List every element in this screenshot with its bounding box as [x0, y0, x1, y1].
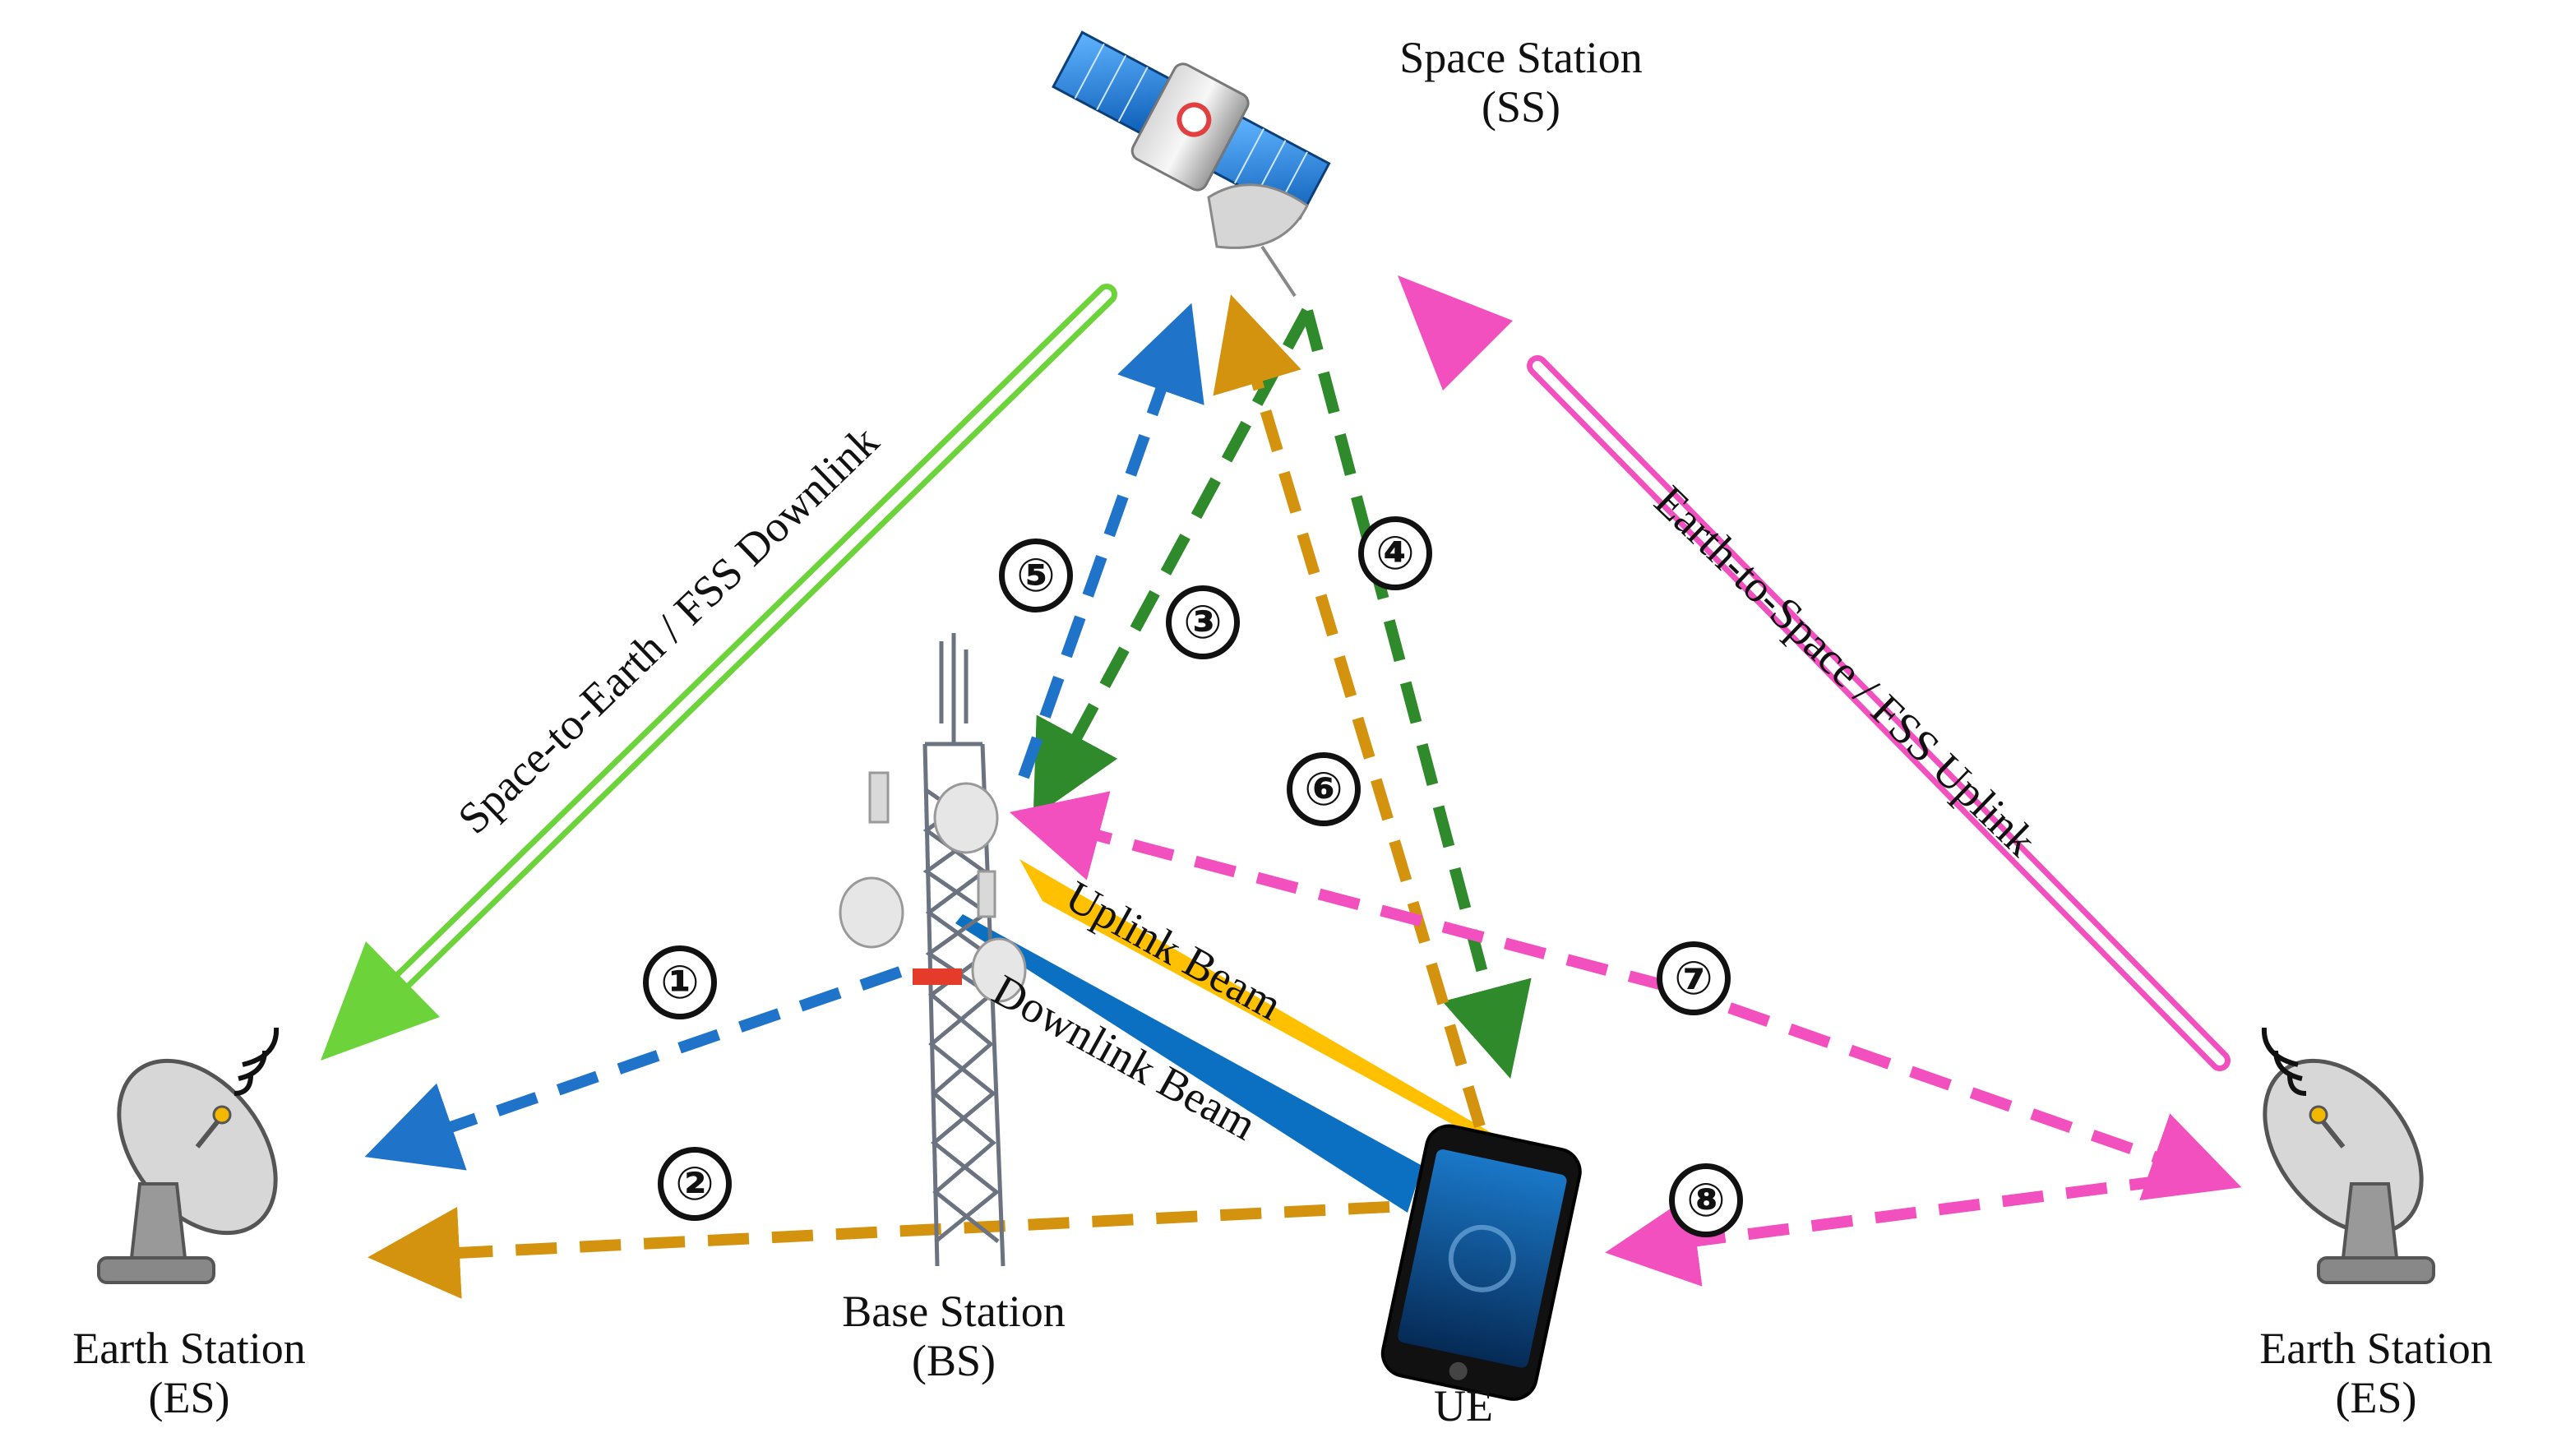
space-station-name: Space Station: [1399, 33, 1643, 82]
path-number-4: ④: [1358, 516, 1432, 590]
path-number-1: ①: [643, 945, 717, 1019]
path-number-6: ⑥: [1287, 752, 1361, 826]
earth-station-left-abbr: (ES): [148, 1373, 230, 1423]
satellite-icon: [1052, 30, 1331, 298]
path-5: [1018, 303, 1204, 779]
space-station-label: Space Station (SS): [1357, 33, 1685, 132]
path-number-3: ③: [1166, 585, 1240, 659]
ue-label: UE: [1381, 1381, 1546, 1431]
base-station-name: Base Station: [842, 1287, 1066, 1336]
earth-station-right-abbr: (ES): [2335, 1373, 2417, 1423]
uplink-beam: [1019, 859, 1513, 1153]
path-number-8: ⑧: [1669, 1163, 1743, 1237]
path-8: [1605, 1174, 2171, 1287]
path-3: [1033, 307, 1313, 818]
path-1: [364, 966, 903, 1171]
base-station-tower-icon: [839, 633, 1027, 1267]
earth-to-space-arrow: [1398, 275, 2231, 1071]
earth-station-left-label: Earth Station (ES): [25, 1324, 354, 1423]
path-number-5: ⑤: [999, 538, 1073, 612]
path-2: [368, 1201, 1390, 1299]
earth-station-left-name: Earth Station: [72, 1324, 306, 1373]
phone-ue-icon: [1380, 1124, 1582, 1401]
earth-station-left-dish-icon: [97, 1027, 280, 1284]
base-station-label: Base Station (BS): [789, 1287, 1118, 1386]
path-4: [1301, 309, 1532, 1079]
path-number-7: ⑦: [1657, 941, 1731, 1015]
path-7b: [1667, 981, 2242, 1201]
earth-station-right-label: Earth Station (ES): [2212, 1324, 2540, 1423]
path-6: [1213, 294, 1486, 1129]
path-number-2: ②: [658, 1147, 732, 1221]
space-station-abbr: (SS): [1481, 82, 1561, 132]
space-to-earth-arrow: [321, 284, 1117, 1061]
path-7: [1009, 791, 1671, 992]
ue-name: UE: [1434, 1381, 1493, 1431]
earth-station-right-dish-icon: [2261, 1027, 2435, 1284]
downlink-beam: [955, 914, 1422, 1213]
earth-station-right-name: Earth Station: [2259, 1324, 2493, 1373]
base-station-abbr: (BS): [911, 1336, 996, 1386]
